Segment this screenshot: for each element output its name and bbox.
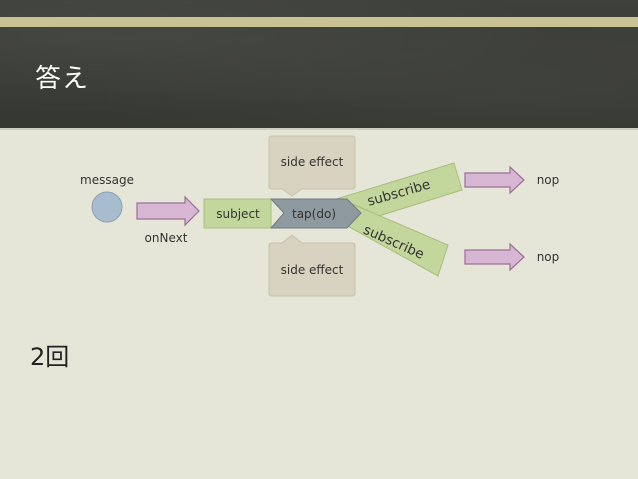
side-effect-callout-bottom: side effect — [268, 234, 356, 297]
nop-top-label: nop — [537, 173, 560, 187]
message-label: message — [80, 173, 134, 187]
header-accent-rule — [0, 17, 638, 27]
answer-text: 2回 — [30, 343, 70, 371]
subject-label: subject — [216, 207, 260, 221]
message-node: message — [80, 173, 134, 223]
message-circle-icon — [91, 191, 123, 223]
side-effect-top-label: side effect — [281, 155, 344, 169]
side-effect-callout-top: side effect — [268, 135, 356, 197]
subject-box: subject — [203, 198, 272, 229]
tap-label: tap(do) — [292, 207, 336, 221]
onnext-label: onNext — [145, 231, 188, 245]
nop-bottom-label: nop — [537, 250, 560, 264]
slide-title: 答え — [35, 64, 90, 94]
nop-arrow-top: nop — [464, 165, 560, 195]
onnext-arrow: onNext — [136, 195, 200, 245]
slide-header: 答え — [0, 0, 638, 128]
tap-operator-chevron: tap(do) — [269, 198, 362, 229]
nop-arrow-bottom: nop — [464, 242, 560, 272]
header-divider — [0, 128, 638, 130]
side-effect-bottom-label: side effect — [281, 263, 344, 277]
